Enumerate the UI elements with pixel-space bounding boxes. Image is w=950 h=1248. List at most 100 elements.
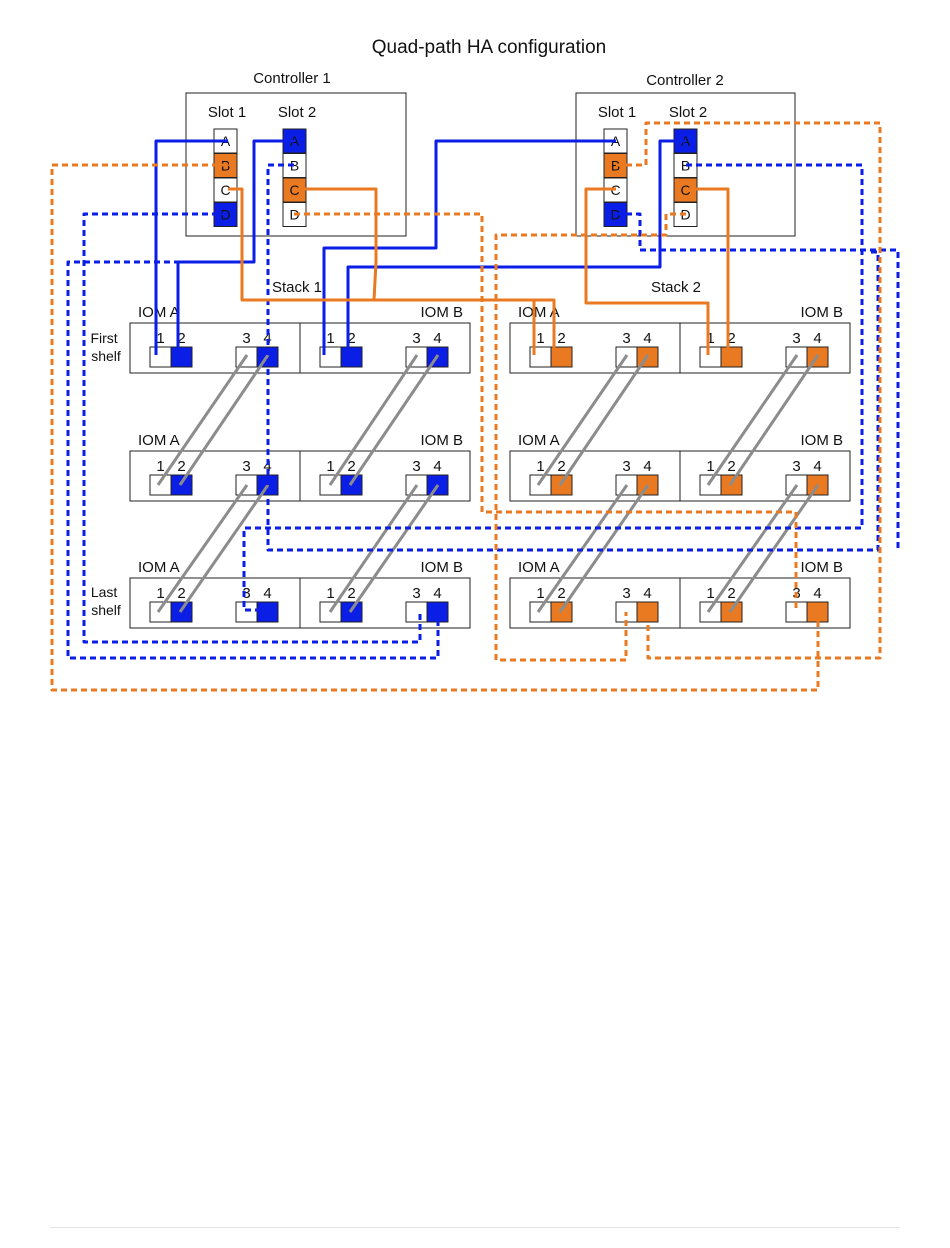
controller-1-slot-1-port-label: C	[220, 182, 230, 198]
iom-b-label: IOM B	[800, 432, 843, 449]
shelf-chain-cable	[728, 354, 820, 486]
controller-2-slot-1-port-b: B	[603, 153, 628, 178]
shelf-chain-cable	[156, 354, 249, 486]
iom-b-port-4: 4	[426, 585, 449, 623]
iom-port-number: 2	[727, 458, 735, 475]
iom-port-number: 2	[177, 330, 185, 347]
iom-port-number: 1	[326, 458, 334, 475]
iom-b-port-1: 1	[319, 458, 342, 496]
controller-1-label: Controller 1	[253, 70, 331, 87]
iom-a-port-1: 1	[149, 458, 172, 496]
first-shelf-label: First shelf	[90, 330, 121, 364]
iom-b-port-4: 4	[426, 458, 449, 496]
iom-port-number: 4	[813, 330, 821, 347]
c2-slot1-b-cable	[616, 121, 882, 660]
iom-b-label: IOM B	[420, 304, 463, 321]
iom-port-number: 1	[536, 458, 544, 475]
iom-port-number: 4	[643, 458, 651, 475]
iom-b-port-4: 4	[806, 458, 829, 496]
controller-1-slot-2-port-label: B	[290, 158, 299, 174]
iom-port-number: 1	[156, 585, 164, 602]
iom-port-number: 3	[242, 585, 250, 602]
iom-b-port-2: 2	[720, 330, 743, 368]
iom-port-number: 2	[557, 330, 565, 347]
iom-a-port-1: 1	[149, 585, 172, 623]
iom-port-number: 4	[643, 330, 651, 347]
iom-a-port-3: 3	[235, 330, 258, 368]
controller-1-slot-2-port-label: A	[290, 133, 300, 149]
iom-a-label: IOM A	[518, 432, 560, 449]
iom-a-label: IOM A	[138, 432, 180, 449]
iom-port-number: 3	[622, 330, 630, 347]
iom-a-port-3: 3	[615, 585, 638, 623]
iom-port-number: 4	[263, 585, 271, 602]
iom-b-port-3: 3	[405, 585, 428, 623]
iom-port-number: 2	[177, 458, 185, 475]
controller-2-slot-1-port-d: D	[603, 202, 628, 227]
c2-slot1-c-cable	[584, 187, 710, 355]
c2-slot1-a-cable	[322, 139, 616, 355]
controller-1-slot-2-port-b: B	[282, 153, 307, 178]
iom-port-number: 3	[622, 585, 630, 602]
iom-a-port-4: 4	[256, 585, 279, 623]
iom-port-number: 2	[557, 458, 565, 475]
iom-port-number: 4	[433, 330, 441, 347]
iom-port-number: 4	[433, 585, 441, 602]
iom-port-number: 4	[643, 585, 651, 602]
stack-2-label: Stack 2	[651, 279, 701, 296]
c2-slot2-c-cable	[686, 187, 730, 355]
iom-port-number: 1	[536, 585, 544, 602]
last-shelf-label-line2: shelf	[91, 602, 121, 618]
last-shelf-label-text: Last	[91, 584, 118, 600]
iom-a-port-4: 4	[636, 330, 659, 368]
controller-2-slot-1-port-label: D	[610, 207, 620, 223]
iom-b-port-3: 3	[785, 330, 808, 368]
iom-port-number: 1	[326, 585, 334, 602]
c1-slot1-d-return	[66, 260, 440, 660]
iom-port-number: 1	[706, 458, 714, 475]
iom-a-port-3: 3	[235, 458, 258, 496]
iom-port-number: 2	[727, 585, 735, 602]
iom-a-label: IOM A	[518, 304, 560, 321]
iom-port-number: 3	[412, 330, 420, 347]
iom-a-port-1: 1	[149, 330, 172, 368]
c1-slot1-b-cable	[50, 163, 820, 692]
iom-a-port-2: 2	[550, 330, 573, 368]
iom-port-number: 4	[813, 458, 821, 475]
controller-1-slot2-label: Slot 2	[278, 104, 316, 121]
iom-b-port-4: 4	[426, 330, 449, 368]
c1-slot2-a-cable	[176, 139, 294, 355]
iom-b-port-2: 2	[340, 330, 363, 368]
iom-b-port-3: 3	[785, 458, 808, 496]
iom-port-number: 3	[792, 330, 800, 347]
c1-slot1-a-cable	[154, 139, 228, 355]
controller-2: Controller 2 Slot 1 Slot 2	[575, 72, 796, 237]
iom-a-label: IOM A	[518, 559, 560, 576]
c1-slot2-c-cable	[294, 187, 556, 355]
iom-port-number: 1	[536, 330, 544, 347]
iom-port-number: 3	[412, 585, 420, 602]
shelf-chain-cable	[178, 354, 270, 486]
iom-port-number: 2	[177, 585, 185, 602]
iom-port-number: 2	[347, 458, 355, 475]
cables	[50, 121, 900, 692]
controller-2-slot1-label: Slot 1	[598, 104, 636, 121]
iom-a-port-4: 4	[636, 458, 659, 496]
iom-b-port-1: 1	[699, 585, 722, 623]
shelf-chain-cable	[558, 484, 650, 613]
shelf-chain-cable	[328, 354, 419, 486]
iom-a-port-3: 3	[615, 458, 638, 496]
iom-a-label: IOM A	[138, 559, 180, 576]
shelf-chain-cable	[328, 484, 419, 613]
iom-a-port-1: 1	[529, 458, 552, 496]
shelf-chain-cable	[536, 354, 629, 486]
iom-a-port-1: 1	[529, 585, 552, 623]
iom-port-number: 2	[347, 585, 355, 602]
iom-port-number: 4	[433, 458, 441, 475]
shelf-chain-cable	[156, 484, 249, 613]
iom-port-number: 4	[263, 458, 271, 475]
iom-port-number: 3	[242, 330, 250, 347]
